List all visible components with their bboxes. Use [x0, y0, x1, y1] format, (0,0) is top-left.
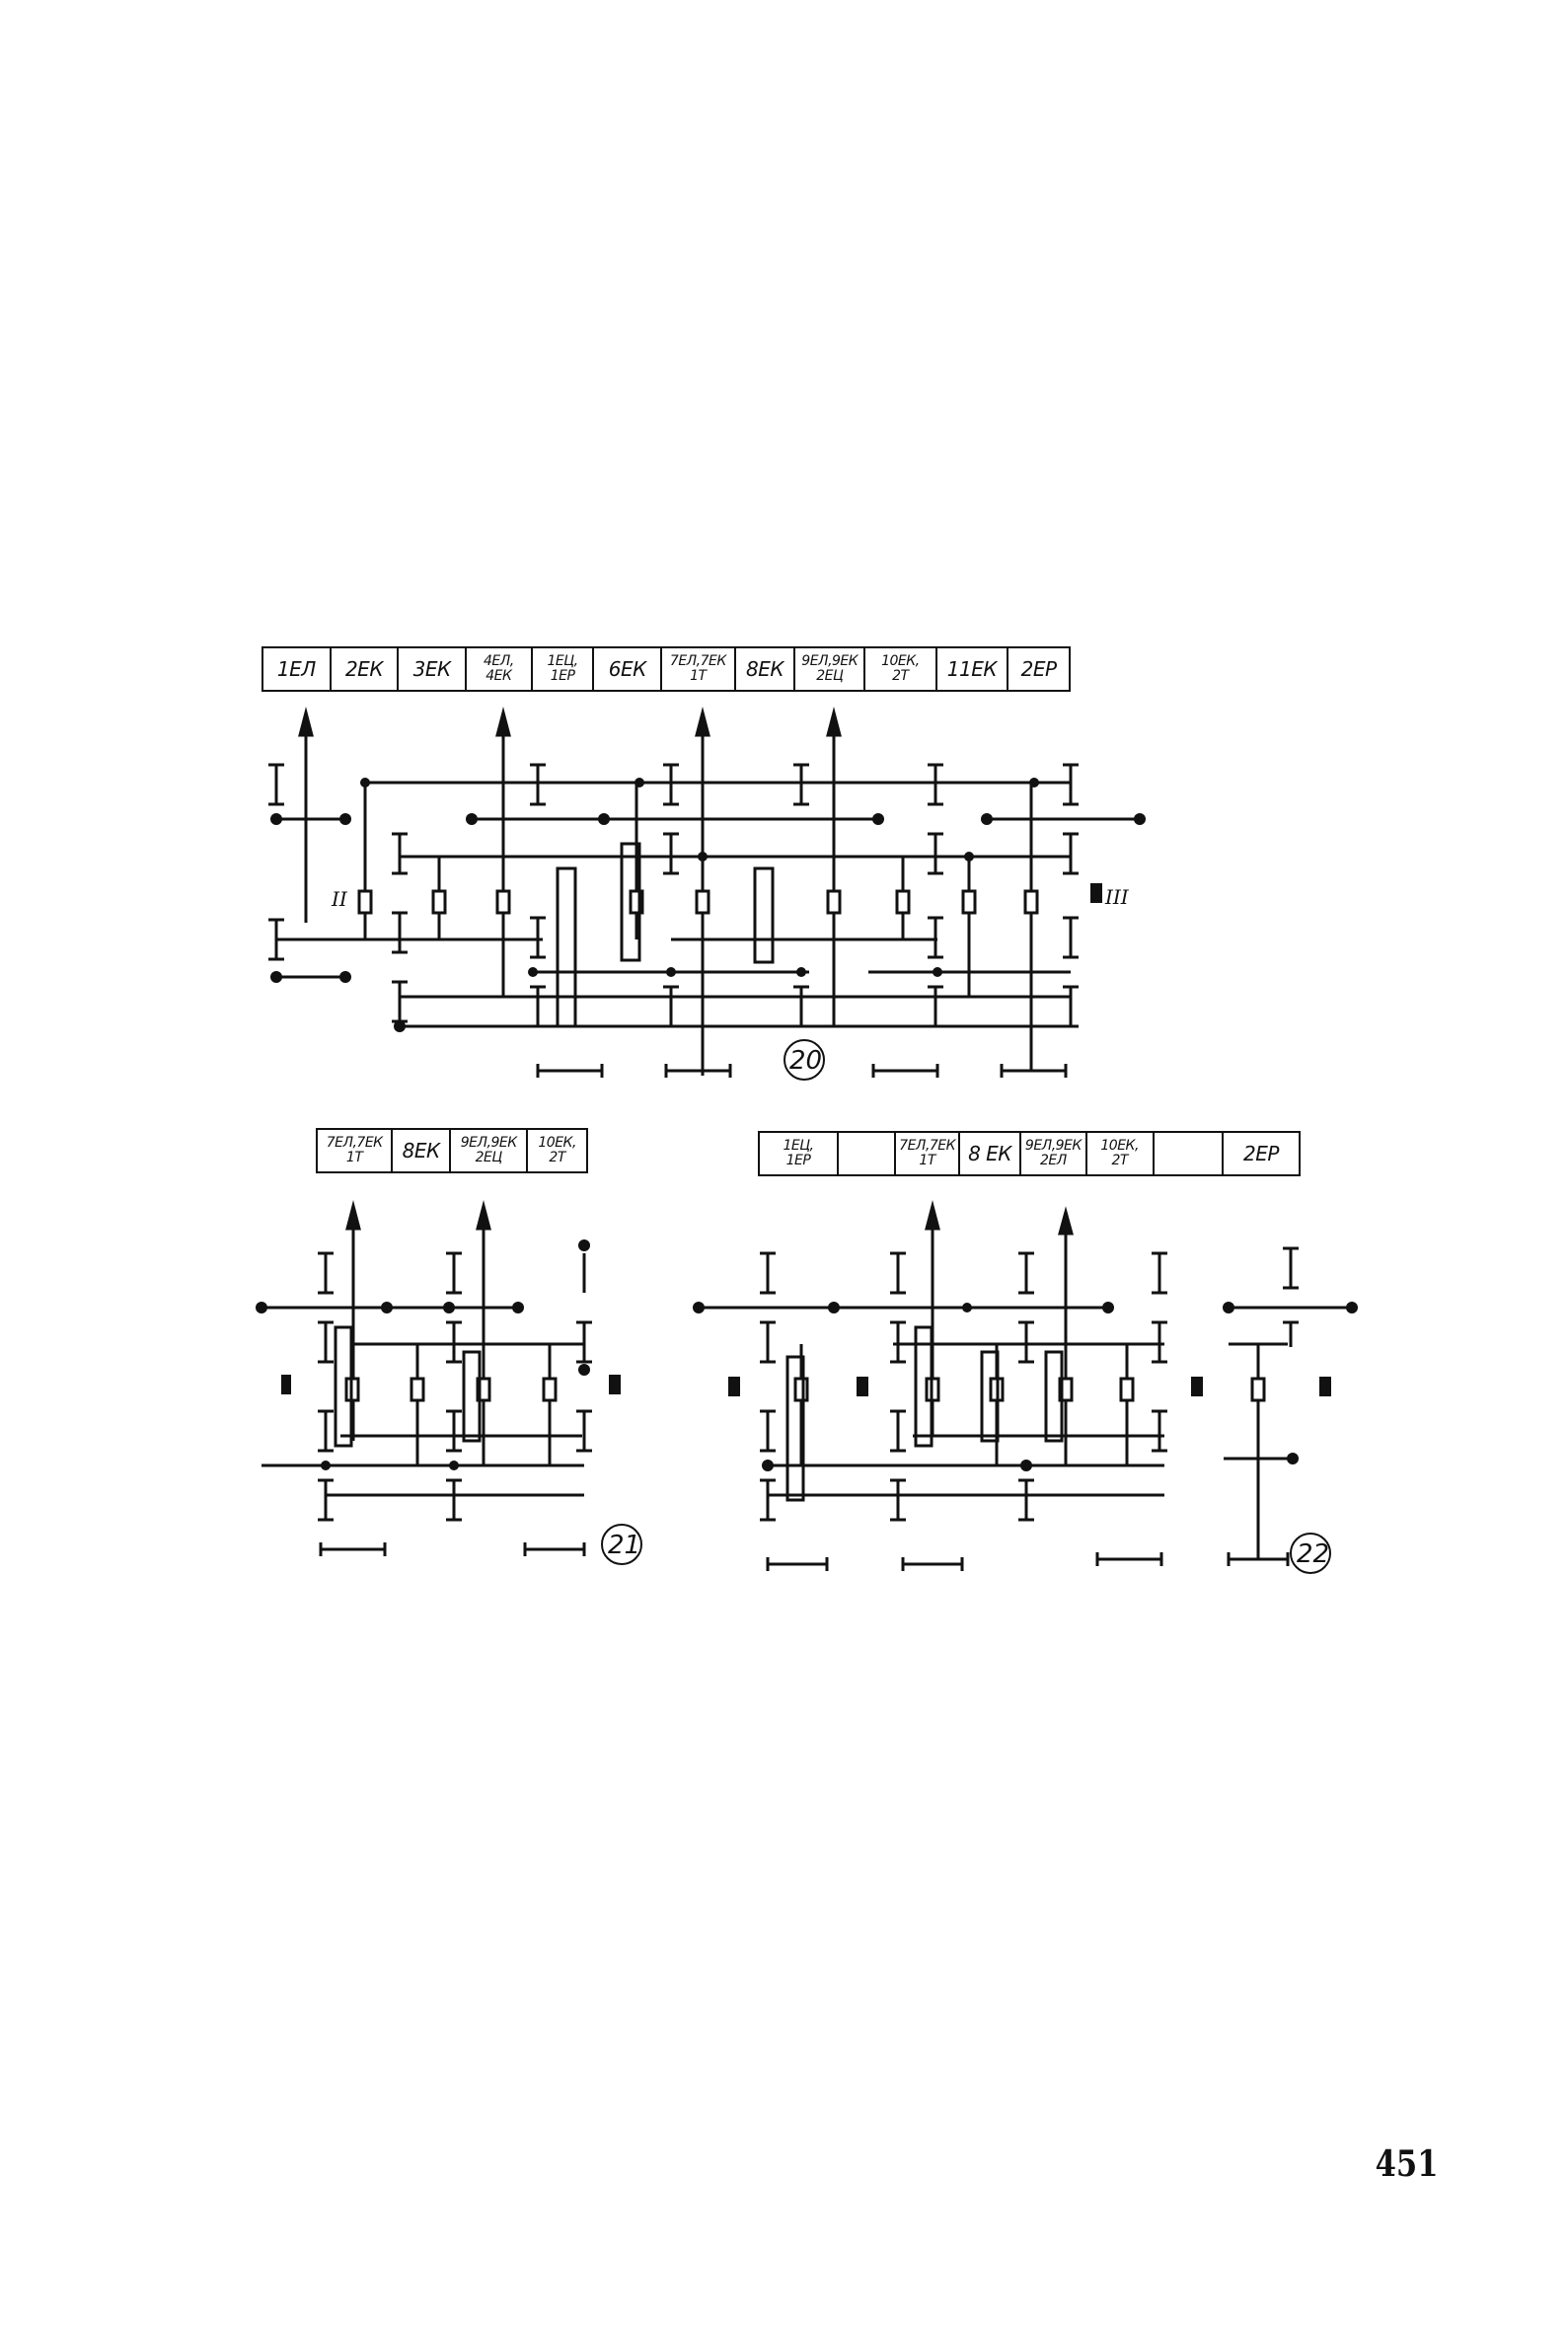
- contacts-21: [318, 1251, 592, 1522]
- relay-coils-21: [334, 1325, 558, 1465]
- header-cell: 3ЕК: [399, 648, 467, 690]
- terminal-block-icon: [1090, 883, 1102, 903]
- header-cell: 6ЕК: [594, 648, 663, 690]
- header-cell: 1ЕЦ, 1ЕР: [760, 1133, 839, 1174]
- terminal-bars-21: [319, 1542, 586, 1556]
- header-cell: 9ЕЛ,9ЕК 2ЕЛ: [1021, 1133, 1087, 1174]
- terminal-bars-20: [536, 1064, 1068, 1078]
- header-cell: [839, 1133, 897, 1174]
- diagram-22-label: 22: [1297, 1539, 1329, 1569]
- header-cell: 8ЕК: [393, 1130, 452, 1171]
- header-cell: 7ЕЛ,7ЕК 1Т: [896, 1133, 960, 1174]
- header-cell: 11ЕК: [937, 648, 1009, 690]
- header-cell: 7ЕЛ,7ЕК 1Т: [318, 1130, 394, 1171]
- header-cell: 1ЕЛ: [263, 648, 332, 690]
- terminal-block-icon: [728, 1377, 740, 1396]
- page-number: 451: [1375, 2143, 1439, 2185]
- terminal-block-icon: [609, 1375, 621, 1394]
- terminal-block-icon: [857, 1377, 868, 1396]
- header-cell: 7ЕЛ,7ЕК 1Т: [662, 648, 736, 690]
- diagram-21-label: 21: [608, 1531, 640, 1560]
- diagram-20-label-circle: [784, 1039, 825, 1081]
- diagram-22-schematic: [693, 1200, 1358, 1574]
- contacts-22: [760, 1246, 1299, 1522]
- header-cell: 4ЕЛ, 4ЕК: [467, 648, 533, 690]
- diagram-22-header-table: 1ЕЦ, 1ЕР 7ЕЛ,7ЕК 1Т 8 ЕК 9ЕЛ,9ЕК 2ЕЛ 10Е…: [758, 1131, 1301, 1176]
- terminal-block-icon: [1319, 1377, 1331, 1396]
- header-cell: 10ЕК, 2Т: [538, 1135, 576, 1165]
- terminal-block-icon: [1191, 1377, 1203, 1396]
- diagram-20-label: 20: [789, 1046, 822, 1076]
- roman-label-right: III: [1104, 885, 1130, 909]
- header-cell: 9ЕЛ,9ЕК 2ЕЦ: [451, 1130, 529, 1171]
- junction-dots-21: [256, 1239, 590, 1470]
- diagram-21-header-table: 7ЕЛ,7ЕК 1Т 8ЕК 9ЕЛ,9ЕК 2ЕЦ 10ЕК, 2Т: [316, 1128, 588, 1173]
- diagram-20-schematic: [268, 707, 1146, 1081]
- terminal-block-icon: [281, 1375, 291, 1394]
- header-cell: 1ЕЦ, 1ЕР: [533, 648, 595, 690]
- contacts-20: [268, 763, 1079, 1028]
- header-cell: 8ЕК: [736, 648, 796, 690]
- header-cell: 10ЕК, 2Т: [865, 648, 937, 690]
- diagram-20-header-table: 1ЕЛ 2ЕК 3ЕК 4ЕЛ, 4ЕК 1ЕЦ, 1ЕР 6ЕК 7ЕЛ,7Е…: [261, 646, 1071, 692]
- header-cell: [1155, 1133, 1224, 1174]
- relay-coils-22: [785, 1325, 1266, 1559]
- diagram-22-label-circle: [1290, 1533, 1331, 1574]
- header-cell: 8 ЕК: [960, 1133, 1022, 1174]
- header-cell: 2ЕР: [1020, 656, 1057, 681]
- arrows-20: [298, 707, 842, 1076]
- junction-dots-22: [693, 1302, 1358, 1471]
- relay-coils-20: [357, 783, 1039, 1071]
- terminal-bars-22: [766, 1552, 1290, 1571]
- roman-label-left: II: [331, 887, 348, 911]
- header-cell: 2ЕК: [332, 648, 400, 690]
- header-cell: 10ЕК, 2Т: [1087, 1133, 1155, 1174]
- header-cell: 9ЕЛ,9ЕК 2ЕЦ: [795, 648, 866, 690]
- diagram-21-schematic: [256, 1200, 642, 1565]
- diagram-21-label-circle: [601, 1524, 642, 1565]
- header-cell: 2ЕР: [1243, 1141, 1279, 1165]
